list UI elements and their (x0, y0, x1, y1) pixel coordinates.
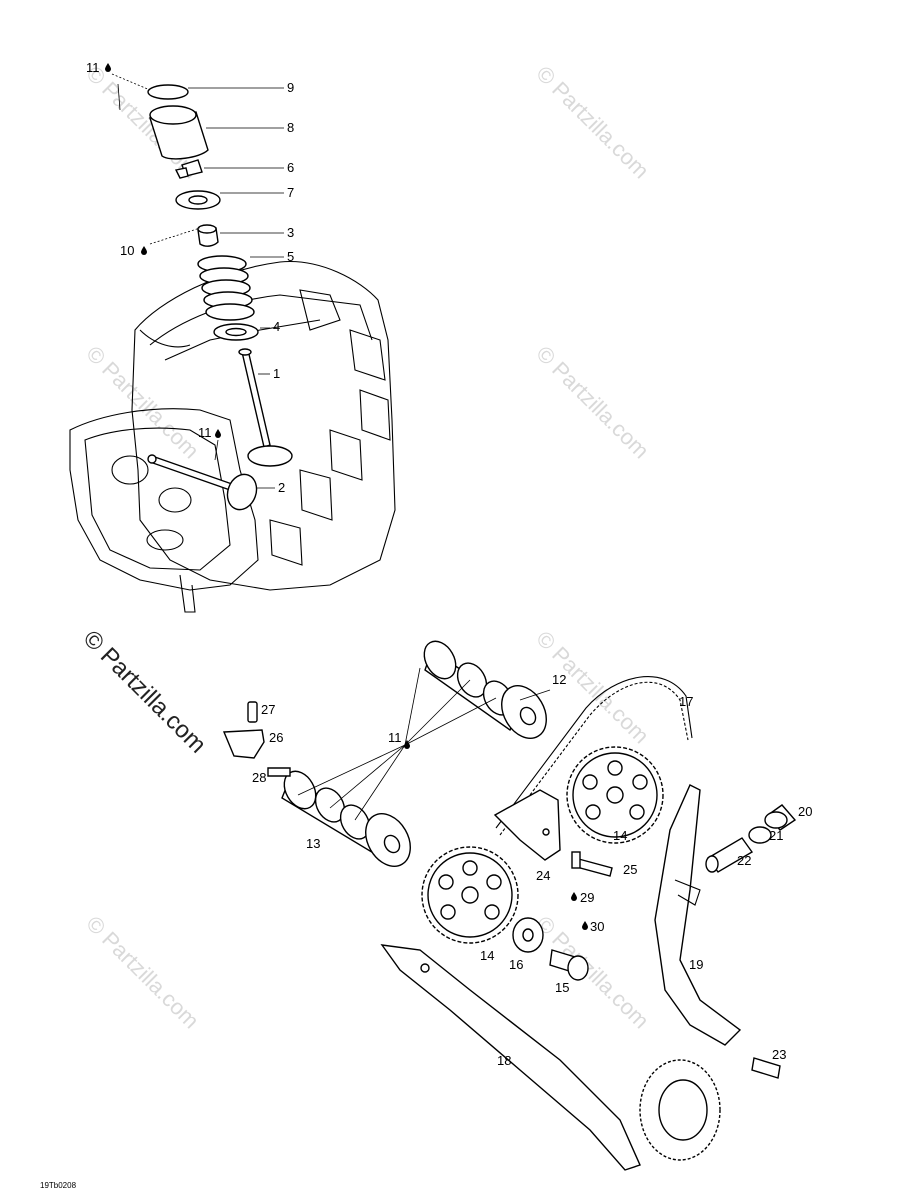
part-21-seal (748, 826, 772, 844)
cylinder-head (69, 260, 396, 613)
label-27: 27 (261, 702, 275, 717)
part-26-bracket (222, 729, 265, 759)
label-18: 18 (497, 1053, 511, 1068)
part-15-bolt (549, 949, 589, 981)
oil-drop-icons (105, 63, 588, 930)
label-11c: 11 (388, 730, 402, 745)
part-25-bolt (571, 851, 613, 877)
oil-drop-icon (582, 921, 588, 930)
watermark: © Partzilla.com (81, 341, 204, 464)
label-11b: 11 (198, 425, 212, 440)
label-10: 10 (120, 243, 134, 258)
label-7: 7 (287, 185, 294, 200)
part-27-pin (247, 701, 258, 723)
label-25: 25 (623, 862, 637, 877)
part-18-guide (380, 944, 641, 1171)
diagram-code: 19Tb0208 (40, 1181, 77, 1190)
leader-lines-upper (111, 73, 284, 489)
camshaft-12 (423, 640, 547, 739)
label-26: 26 (269, 730, 283, 745)
valve-2 (147, 454, 258, 511)
part-20-plug (764, 804, 797, 831)
label-5: 5 (287, 249, 294, 264)
label-6: 6 (287, 160, 294, 175)
label-21: 21 (769, 828, 783, 843)
part-labels: 9 8 6 7 3 5 4 1 2 11 10 11 11 12 13 14 1… (86, 60, 812, 1068)
part-3-valve-seal (197, 224, 219, 247)
part-16-washer (512, 917, 544, 953)
part-23-screw (751, 1057, 781, 1079)
part-7-retainer (175, 190, 221, 210)
label-30: 30 (590, 919, 604, 934)
label-3: 3 (287, 225, 294, 240)
label-24: 24 (536, 868, 550, 883)
label-12: 12 (552, 672, 566, 687)
label-29: 29 (580, 890, 594, 905)
part-22-tensioner (705, 837, 754, 873)
watermark-main: © Partzilla.com (78, 625, 211, 758)
label-11a: 11 (86, 60, 100, 75)
label-16: 16 (509, 957, 523, 972)
label-15: 15 (555, 980, 569, 995)
label-28: 28 (252, 770, 266, 785)
label-2: 2 (278, 480, 285, 495)
label-23: 23 (772, 1047, 786, 1062)
label-8: 8 (287, 120, 294, 135)
crank-sprocket (639, 1059, 721, 1161)
watermark: © Partzilla.com (531, 61, 654, 184)
watermark: © Partzilla.com (531, 626, 654, 749)
label-14b: 14 (480, 948, 494, 963)
label-17: 17 (679, 694, 693, 709)
oil-drop-icon (141, 246, 147, 255)
leader-lines-lower (297, 667, 551, 821)
part-4-washer (213, 323, 259, 341)
label-19: 19 (689, 957, 703, 972)
part-24-guide (493, 789, 561, 861)
part-19-guide (654, 784, 742, 1046)
label-14a: 14 (613, 828, 627, 843)
part-8-tappet (149, 105, 209, 160)
part-28-screw (267, 767, 291, 777)
label-20: 20 (798, 804, 812, 819)
oil-drop-icon (571, 892, 577, 901)
part-6-keeper (174, 159, 203, 179)
timing-chain-17 (495, 676, 693, 836)
watermark: © Partzilla.com (81, 911, 204, 1034)
label-1: 1 (273, 366, 280, 381)
oil-drop-icon (105, 63, 111, 72)
oil-drop-icon (404, 740, 410, 749)
watermark: © Partzilla.com (531, 341, 654, 464)
valve-1 (238, 348, 293, 467)
label-4: 4 (273, 319, 280, 334)
label-13: 13 (306, 836, 320, 851)
sprocket-14-lower (421, 846, 519, 944)
part-9-shim (147, 84, 189, 100)
oil-drop-icon (215, 429, 221, 438)
camshaft-13 (281, 770, 411, 867)
part-5-spring (197, 255, 255, 321)
label-22: 22 (737, 853, 751, 868)
label-9: 9 (287, 80, 294, 95)
watermarks: © Partzilla.com © Partzilla.com © Partzi… (78, 61, 654, 1034)
sprocket-14-upper (566, 746, 664, 844)
